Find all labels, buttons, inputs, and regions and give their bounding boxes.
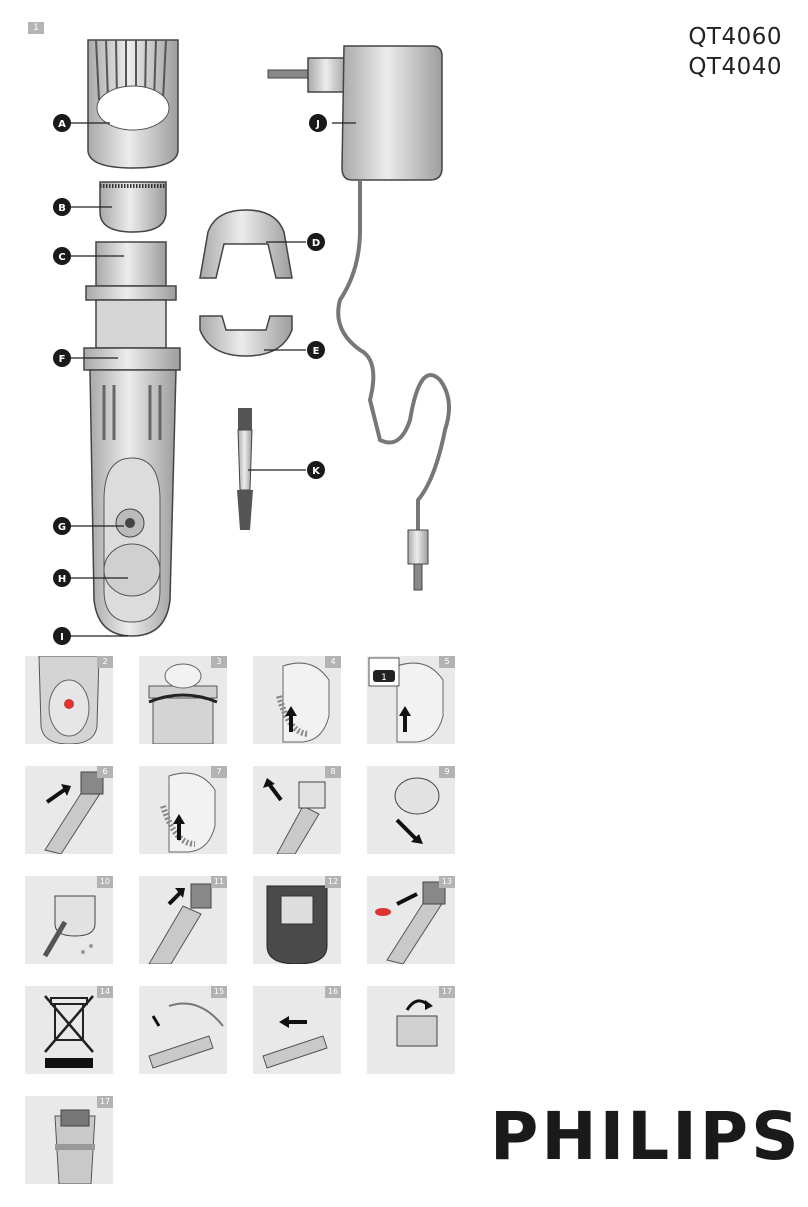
power-adapter-illustration [267, 45, 451, 591]
svg-text:C: C [58, 252, 65, 263]
figure-number: 14 [97, 986, 113, 998]
svg-text:D: D [312, 238, 320, 249]
callout-a: A [53, 114, 71, 132]
figure-panel: 16 [253, 986, 341, 1074]
figure-number: 8 [325, 766, 341, 778]
figure-panel: 3 [139, 656, 227, 744]
figure-panel: 7 [139, 766, 227, 854]
callout-e: E [307, 341, 325, 359]
figure-number: 15 [211, 986, 227, 998]
model-number-1: QT4060 [688, 24, 782, 50]
callout-f: F [53, 349, 71, 367]
svg-text:I: I [60, 632, 64, 643]
figure-panel: 17 [367, 986, 455, 1074]
brand-logo: PHILIPS [490, 1098, 802, 1175]
figure-number: 2 [97, 656, 113, 668]
figure-panel: 13 [367, 876, 455, 964]
callout-j: J [309, 114, 327, 132]
figure-panel: 11 [139, 876, 227, 964]
svg-text:A: A [58, 119, 66, 130]
figure-number: 6 [97, 766, 113, 778]
figure-number: 4 [325, 656, 341, 668]
figure-number: 16 [325, 986, 341, 998]
figure-panel: 8 [253, 766, 341, 854]
figure-panel: 12 [253, 876, 341, 964]
svg-text:K: K [312, 466, 321, 477]
figure-number: 17 [97, 1096, 113, 1108]
figure-number: 10 [97, 876, 113, 888]
figure-panel: 2 [25, 656, 113, 744]
figure-number: 11 [211, 876, 227, 888]
figure-panel: 1 5 [367, 656, 455, 744]
callout-g: G [53, 517, 71, 535]
figure-panel: 10 [25, 876, 113, 964]
figure-panel: 14 [25, 986, 113, 1074]
figure-panel: 9 [367, 766, 455, 854]
figure-number: 3 [211, 656, 227, 668]
callout-i: I [53, 627, 71, 645]
callout-k: K [307, 461, 325, 479]
model-number-2: QT4040 [688, 54, 782, 80]
product-overview-illustration [70, 39, 451, 637]
svg-text:H: H [58, 574, 66, 585]
page-number-tab: 1 [28, 22, 44, 34]
callout-d: D [307, 233, 325, 251]
callout-c: C [53, 247, 71, 265]
svg-text:J: J [315, 119, 320, 130]
figure-number: 12 [325, 876, 341, 888]
figure-number: 7 [211, 766, 227, 778]
figure-panel: 15 [139, 986, 227, 1074]
callout-h: H [53, 569, 71, 587]
figure-number: 17 [439, 986, 455, 998]
figure-panel: 4 [253, 656, 341, 744]
callout-b: B [53, 198, 71, 216]
callout-labels: A B C D E F G H I J K [53, 114, 327, 645]
figure-number: 9 [439, 766, 455, 778]
trimmer-body-illustration [83, 241, 181, 637]
svg-text:G: G [58, 522, 66, 533]
figure-panel: 17 [25, 1096, 113, 1184]
beard-comb-illustration [87, 39, 179, 169]
panel-setting-label: 1 [381, 673, 387, 683]
svg-text:B: B [58, 203, 66, 214]
figure-number: 5 [439, 656, 455, 668]
svg-text:E: E [313, 346, 320, 357]
figure-panel: 6 [25, 766, 113, 854]
svg-text:F: F [59, 354, 66, 365]
figure-number: 13 [439, 876, 455, 888]
